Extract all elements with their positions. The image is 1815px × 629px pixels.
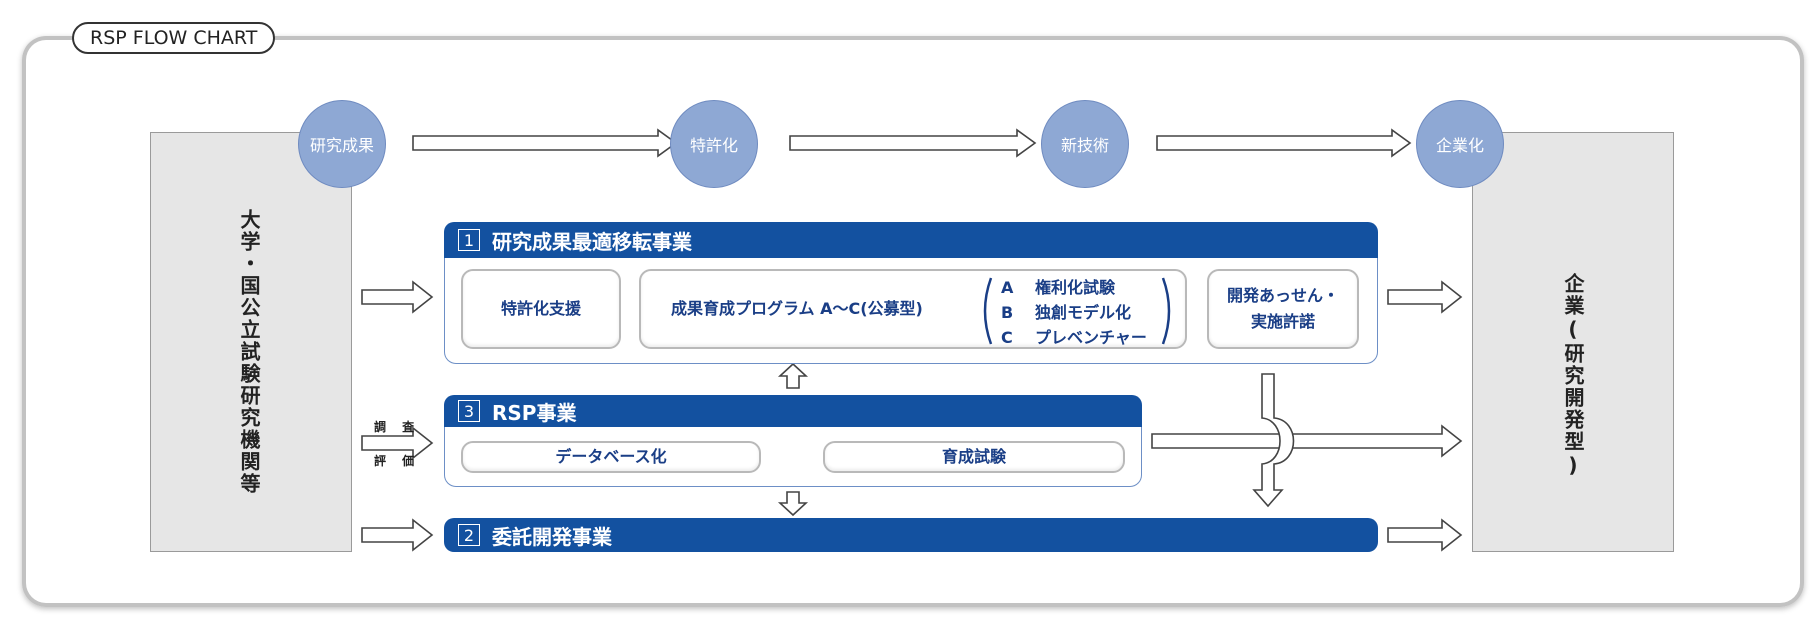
- program3-number: 3: [458, 400, 480, 422]
- arrow-program3-up-to-program1: [777, 362, 809, 389]
- arrow-patent-to-technology: [789, 128, 1037, 158]
- program3-title: RSP事業: [492, 400, 577, 425]
- chart-title-tag: RSP FLOW CHART: [72, 22, 276, 54]
- program1-title: 研究成果最適移転事業: [492, 229, 692, 254]
- license-line1: 開発あっせん・: [1226, 286, 1339, 305]
- survey-label: 調 査: [374, 420, 421, 434]
- program3-header: 3 RSP事業: [444, 395, 1142, 427]
- program-a-c-box: 成果育成プログラム A〜C(公募型): [639, 269, 1187, 349]
- program3-panel: データベース化 育成試験: [444, 427, 1142, 487]
- database-box: データベース化: [461, 441, 761, 473]
- arrow-into-program3: [361, 426, 434, 460]
- program1-header: 1 研究成果最適移転事業: [444, 222, 1378, 258]
- arrow-technology-to-enterprise: [1156, 128, 1412, 158]
- arrow-into-program1: [361, 280, 434, 314]
- patent-support-box: 特許化支援: [461, 269, 621, 349]
- university-label: 大学・国公立試験研究機関等: [237, 209, 261, 495]
- stage-patenting: 特許化: [670, 100, 758, 188]
- evaluation-label: 評 価: [374, 454, 421, 468]
- license-line2: 実施許諾: [1250, 312, 1315, 331]
- arrow-program2-to-company: [1387, 518, 1463, 552]
- university-column: 大学・国公立試験研究機関等: [150, 132, 352, 552]
- stage-research-results: 研究成果: [298, 100, 386, 188]
- stage-new-technology: 新技術: [1041, 100, 1129, 188]
- arrow-program1-down-crossing: [1252, 373, 1295, 508]
- program1-number: 1: [458, 229, 480, 251]
- company-column: 企業(研究開発型): [1472, 132, 1674, 552]
- stage-commercialization: 企業化: [1416, 100, 1504, 188]
- arrow-program1-to-company: [1387, 280, 1463, 314]
- program2-title: 委託開発事業: [492, 524, 612, 549]
- company-label: 企業(研究開発型): [1561, 273, 1585, 479]
- arrow-program3-to-company: [1151, 424, 1463, 458]
- arrow-into-program2: [361, 518, 434, 552]
- training-test-box: 育成試験: [823, 441, 1125, 473]
- program2-number: 2: [458, 524, 480, 546]
- option-brackets: [983, 277, 1171, 345]
- license-box: 開発あっせん・ 実施許諾: [1207, 269, 1359, 349]
- program2-header: 2 委託開発事業: [444, 518, 1378, 552]
- arrow-results-to-patent: [412, 128, 678, 158]
- arrow-program3-down-to-program2: [777, 491, 809, 517]
- program-a-c-label: 成果育成プログラム A〜C(公募型): [671, 299, 923, 318]
